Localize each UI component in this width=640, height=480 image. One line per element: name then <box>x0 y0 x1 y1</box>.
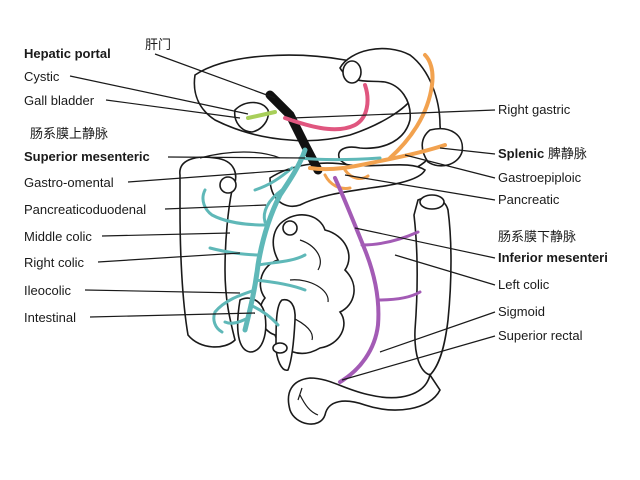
label-splenic: Splenic 脾静脉 <box>498 146 587 163</box>
label-pancreaticoduodenal: Pancreaticoduodenal <box>24 202 147 217</box>
label-intestinal: Intestinal <box>24 310 77 325</box>
intestine-opening-a <box>282 220 298 236</box>
leader-intestinal <box>89 312 256 318</box>
pancreaticoduodenal-vein <box>262 188 284 224</box>
leader-left-colic <box>394 254 496 286</box>
descending-colon-opening <box>419 194 445 210</box>
small-intestine <box>259 214 355 354</box>
label-superior-mesenteric-cn: 肠系膜上静脉 <box>30 127 109 142</box>
inferior-mesenteric-vein <box>333 176 381 384</box>
pancreatic-vein <box>323 168 370 190</box>
transverse-colon <box>199 151 281 159</box>
label-middle-colic: Middle colic <box>24 229 92 244</box>
leader-gastro-omental <box>127 169 291 183</box>
label-hepatic-portal-cn: 肝门 <box>145 38 172 53</box>
descending-colon <box>413 196 452 376</box>
label-superior-rectal: Superior rectal <box>498 328 583 343</box>
sigmoid-colon <box>287 373 441 425</box>
ascending-colon <box>179 156 237 348</box>
leader-gastroepiploic <box>404 154 496 179</box>
leader-superior-rectal <box>341 335 496 381</box>
label-gastro-omental: Gastro-omental <box>24 175 114 190</box>
leader-cystic <box>69 75 249 115</box>
leader-right-colic <box>97 252 241 263</box>
label-splenic-en: Splenic <box>498 146 545 161</box>
leader-hepatic-portal <box>154 53 276 99</box>
esophagus-opening <box>342 60 362 84</box>
cystic-vein <box>246 110 277 120</box>
label-hepatic-portal: Hepatic portal <box>24 46 111 61</box>
label-gall-bladder: Gall bladder <box>24 93 95 108</box>
leader-splenic <box>439 147 496 155</box>
jejunum-loop-left <box>236 297 267 353</box>
middle-colic-vein <box>201 188 267 227</box>
label-sigmoid: Sigmoid <box>498 304 545 319</box>
leader-superior-mesenteric <box>167 156 306 159</box>
label-pancreatic: Pancreatic <box>498 192 560 207</box>
leader-right-gastric <box>291 109 496 119</box>
colon-opening-right <box>219 176 237 194</box>
label-gastroepiploic: Gastroepiploic <box>498 170 582 185</box>
leader-gall-bladder <box>105 99 241 119</box>
jejunum-opening <box>272 342 288 354</box>
intestinal-veins <box>223 253 307 327</box>
label-inferior-mesenteric: Inferior mesenteri <box>498 250 608 265</box>
label-splenic-cn: 脾静脉 <box>547 147 587 162</box>
right-gastric-vein <box>283 83 370 132</box>
pancreas <box>269 162 427 207</box>
gastroepiploic-vein <box>388 53 435 160</box>
rectum-folds <box>297 387 319 416</box>
jejunum-tube <box>275 298 296 371</box>
leader-inferior-mesenteric <box>354 227 496 259</box>
ileocolic-vein <box>212 288 257 334</box>
label-right-colic: Right colic <box>24 255 84 270</box>
label-left-colic: Left colic <box>498 277 550 292</box>
splenic-vein <box>308 143 447 172</box>
label-right-gastric: Right gastric <box>498 102 571 117</box>
label-cystic: Cystic <box>24 69 60 84</box>
superior-mesenteric-vein <box>242 147 308 333</box>
label-superior-mesenteric: Superior mesenteric <box>24 149 150 164</box>
leader-ileocolic <box>84 289 241 294</box>
left-colic-vein <box>360 230 420 247</box>
leader-pancreatic <box>344 174 496 201</box>
leader-pancreaticoduodenal <box>164 204 267 210</box>
label-inferior-mesenteric-cn: 肠系膜下静脉 <box>498 230 577 245</box>
sigmoid-vein <box>376 290 422 302</box>
leader-middle-colic <box>101 232 231 237</box>
leader-sigmoid <box>379 311 496 353</box>
label-ileocolic: Ileocolic <box>24 283 71 298</box>
